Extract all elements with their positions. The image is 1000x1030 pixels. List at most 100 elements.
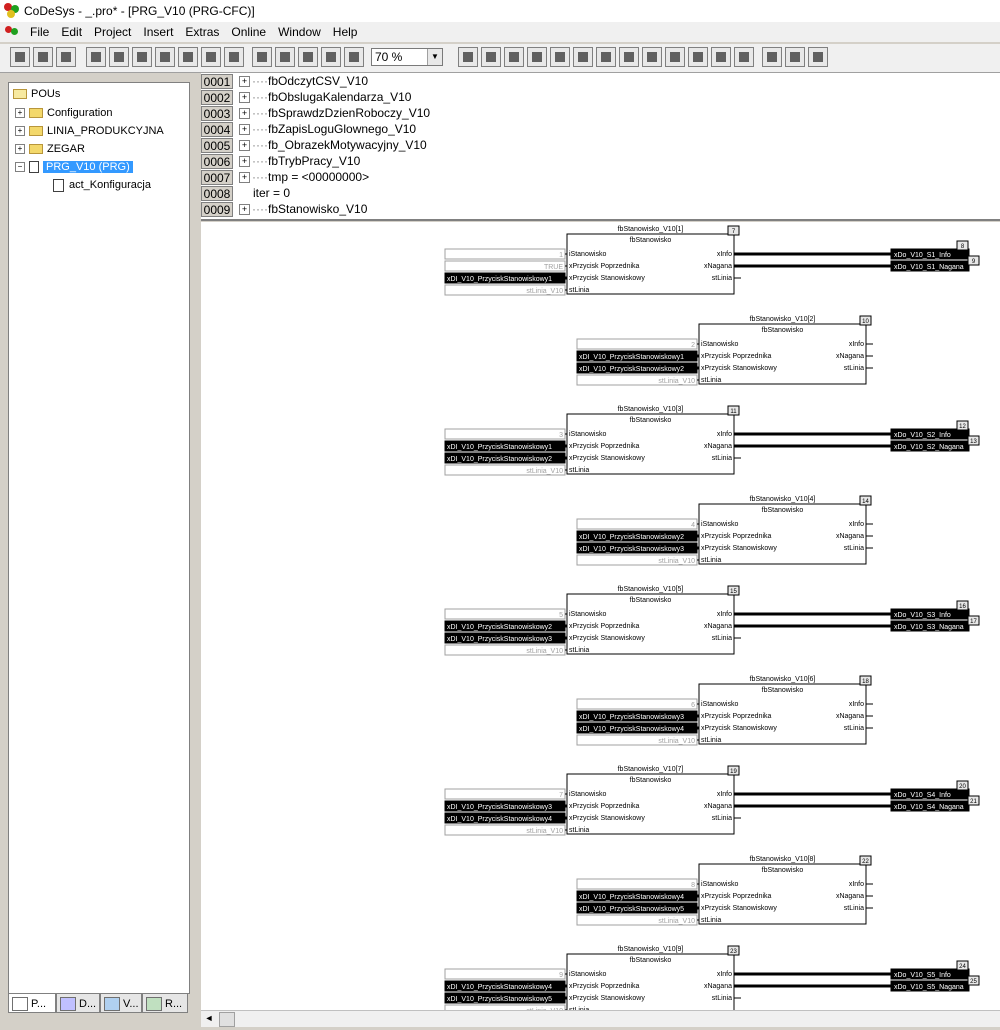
expand-icon[interactable]: + (239, 91, 250, 103)
menu-help[interactable]: Help (332, 25, 358, 39)
menu-window[interactable]: Window (278, 25, 321, 39)
function-block[interactable] (566, 953, 735, 1015)
execution-order-badge[interactable] (727, 945, 740, 956)
enable-icon[interactable] (688, 47, 708, 67)
run-icon[interactable] (178, 47, 198, 67)
expand-icon[interactable]: + (239, 107, 250, 119)
paste-icon[interactable] (298, 47, 318, 67)
input-constant-box[interactable] (576, 518, 698, 530)
execution-order-badge[interactable] (967, 795, 980, 806)
tree-root-pous[interactable]: POUs (13, 86, 60, 102)
declaration-line[interactable]: 0007+····tmp = <00000000> (201, 169, 1000, 185)
output-variable-box[interactable] (890, 620, 970, 632)
set-icon[interactable] (642, 47, 662, 67)
execution-order-badge[interactable] (967, 255, 980, 266)
output-variable-box[interactable] (890, 800, 970, 812)
expand-icon[interactable]: + (239, 123, 250, 135)
input-constant-box[interactable] (576, 878, 698, 890)
collapse-icon[interactable]: − (15, 162, 25, 172)
execution-order-badge[interactable] (859, 675, 872, 686)
tab-data-types[interactable]: D... (56, 993, 100, 1013)
reset-icon[interactable] (224, 47, 244, 67)
tree-item-linia-produkcyjna[interactable]: + LINIA_PRODUKCYJNA (15, 123, 164, 139)
tree-item-prg-v10[interactable]: − PRG_V10 (PRG) (15, 159, 133, 175)
function-block[interactable] (566, 233, 735, 295)
execution-order-badge[interactable] (956, 600, 969, 611)
execution-order-badge[interactable] (967, 435, 980, 446)
declaration-line[interactable]: 0006+····fbTrybPracy_V10 (201, 153, 1000, 169)
block-icon[interactable] (619, 47, 639, 67)
comment-icon[interactable] (596, 47, 616, 67)
stop-icon[interactable] (109, 47, 129, 67)
disconnect-icon[interactable] (734, 47, 754, 67)
previous-icon[interactable] (785, 47, 805, 67)
tree-item-act-konfiguracja[interactable]: act_Konfiguracja (53, 177, 151, 193)
output-variable-box[interactable] (890, 968, 970, 980)
box-icon[interactable] (458, 47, 478, 67)
declaration-line[interactable]: 0004+····fbZapisLoguGlownego_V10 (201, 121, 1000, 137)
build-icon[interactable] (86, 47, 106, 67)
reset-pin-icon[interactable] (665, 47, 685, 67)
step-icon[interactable] (201, 47, 221, 67)
document-icon[interactable] (4, 24, 20, 40)
execution-order-badge[interactable] (727, 765, 740, 776)
execution-order-badge[interactable] (727, 405, 740, 416)
expand-icon[interactable]: + (239, 203, 250, 215)
input-constant-box[interactable] (444, 788, 566, 800)
tab-resources[interactable]: R... (142, 993, 188, 1013)
execution-order-badge[interactable] (967, 615, 980, 626)
declaration-line[interactable]: 0005+····fb_ObrazekMotywacyjny_V10 (201, 137, 1000, 153)
execution-order-badge[interactable] (727, 225, 740, 236)
execution-order-badge[interactable] (727, 585, 740, 596)
expand-icon[interactable]: + (15, 126, 25, 136)
execution-order-badge[interactable] (956, 420, 969, 431)
open-icon[interactable] (33, 47, 53, 67)
expand-icon[interactable]: + (239, 139, 250, 151)
execution-order-badge[interactable] (956, 240, 969, 251)
menu-file[interactable]: File (30, 25, 50, 39)
expand-icon[interactable]: + (15, 144, 25, 154)
first-icon[interactable] (762, 47, 782, 67)
output-variable-box[interactable] (890, 428, 970, 440)
tree-item-configuration[interactable]: + Configuration (15, 105, 112, 121)
menu-insert[interactable]: Insert (143, 25, 174, 39)
jump-icon[interactable] (527, 47, 547, 67)
expand-icon[interactable]: + (15, 108, 25, 118)
output-variable-box[interactable] (890, 248, 970, 260)
declaration-line[interactable]: 0009+····fbStanowisko_V10 (201, 201, 1000, 217)
function-block[interactable] (566, 773, 735, 835)
function-block[interactable] (698, 863, 867, 925)
declaration-line[interactable]: 0001+····fbOdczytCSV_V10 (201, 73, 1000, 89)
execution-order-badge[interactable] (967, 975, 980, 986)
output-variable-box[interactable] (890, 440, 970, 452)
scroll-left-icon[interactable]: ◄ (204, 1013, 214, 1023)
output-icon[interactable] (504, 47, 524, 67)
declaration-line[interactable]: 0002+····fbObslugaKalendarza_V10 (201, 89, 1000, 105)
execution-order-badge[interactable] (859, 855, 872, 866)
output-variable-box[interactable] (890, 608, 970, 620)
expand-icon[interactable]: + (239, 171, 250, 183)
execution-order-badge[interactable] (859, 495, 872, 506)
editor-splitter[interactable] (201, 219, 1000, 221)
expand-icon[interactable]: + (239, 75, 250, 87)
copy-icon[interactable] (275, 47, 295, 67)
menu-online[interactable]: Online (231, 25, 267, 39)
connect-icon[interactable] (711, 47, 731, 67)
function-block[interactable] (698, 323, 867, 385)
tree-item-zegar[interactable]: + ZEGAR (15, 141, 85, 157)
tab-visualizations[interactable]: V... (100, 993, 142, 1013)
function-block[interactable] (698, 683, 867, 745)
tab-pous[interactable]: P... (8, 993, 56, 1013)
output-variable-box[interactable] (890, 788, 970, 800)
input-constant-box[interactable] (444, 428, 566, 440)
scroll-thumb[interactable] (219, 1012, 235, 1027)
cut-icon[interactable] (252, 47, 272, 67)
return-icon[interactable] (573, 47, 593, 67)
zoom-select[interactable]: 70 % ▼ (371, 48, 443, 66)
input-constant-box[interactable] (444, 248, 566, 260)
input-constant-box[interactable] (444, 608, 566, 620)
function-block[interactable] (566, 593, 735, 655)
replace-icon[interactable] (344, 47, 364, 67)
function-block[interactable] (566, 413, 735, 475)
